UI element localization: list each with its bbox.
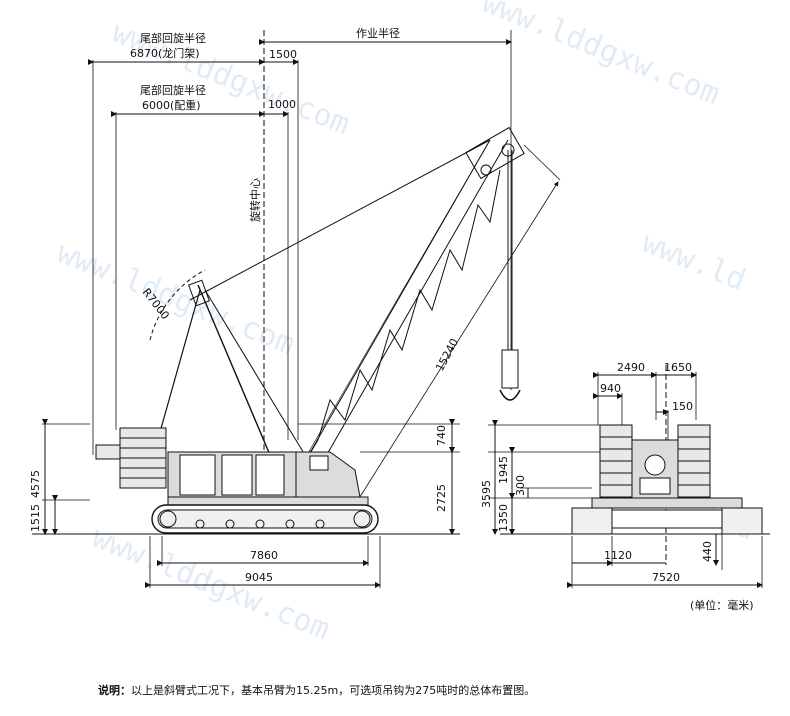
rear-view xyxy=(488,365,770,588)
label-150: 150 xyxy=(672,400,693,413)
label-working-radius: 作业半径 xyxy=(356,26,400,40)
label-tail-radius-cw-value: 6000(配重) xyxy=(142,98,201,112)
label-2490: 2490 xyxy=(617,361,645,374)
caption-note-label: 说明： xyxy=(98,684,131,697)
boom-pendant xyxy=(189,139,491,301)
label-1120: 1120 xyxy=(604,549,632,562)
boom xyxy=(299,126,525,471)
gantry-back xyxy=(159,289,201,433)
label-740: 740 xyxy=(435,425,448,446)
label-1515: 1515 xyxy=(29,504,42,532)
unit-label: (单位：毫米) xyxy=(690,599,754,612)
r7000-arc xyxy=(149,269,206,341)
rear-crawler-left xyxy=(571,507,613,535)
rear-counterweights xyxy=(599,424,711,498)
label-4575: 4575 xyxy=(29,470,42,498)
watermark-2: www.lddgxw.com xyxy=(52,235,300,362)
rear-crawler-right xyxy=(721,507,763,535)
rear-view-labels: 2490 1650 940 150 1945 3595 300 1350 112… xyxy=(480,361,714,584)
label-9045: 9045 xyxy=(245,571,273,584)
label-tail-radius-cw: 尾部回旋半径 xyxy=(140,83,206,97)
label-tail-radius-gantry-value: 6870(龙门架) xyxy=(130,46,200,60)
counterweight-stack xyxy=(95,427,167,489)
upper-body xyxy=(167,451,369,506)
label-1000: 1000 xyxy=(268,98,296,111)
watermark-5: www.ld xyxy=(637,225,751,298)
label-440: 440 xyxy=(701,541,714,562)
hook xyxy=(499,389,521,401)
label-7520: 7520 xyxy=(652,571,680,584)
dim-line-15240 xyxy=(353,181,559,505)
watermark-layer: www.lddgxw.com www.lddgxw.com www.lddgxw… xyxy=(52,0,760,647)
hook-block xyxy=(501,349,519,389)
label-15240: 15240 xyxy=(433,336,461,373)
label-1350: 1350 xyxy=(497,504,510,532)
label-tail-radius-gantry: 尾部回旋半径 xyxy=(140,31,206,45)
gantry-front xyxy=(197,284,271,456)
label-7860: 7860 xyxy=(250,549,278,562)
caption-note: 说明：以上是斜臂式工况下，基本吊臂为15.25m，可选项吊钩为275吨时的总体布… xyxy=(98,682,535,698)
rear-carbody xyxy=(591,497,743,509)
label-1945: 1945 xyxy=(497,456,510,484)
side-view xyxy=(32,30,561,588)
label-1500: 1500 xyxy=(269,48,297,61)
label-1650: 1650 xyxy=(664,361,692,374)
label-940: 940 xyxy=(600,382,621,395)
watermark-3: www.lddgxw.com xyxy=(87,520,335,647)
label-3595: 3595 xyxy=(480,480,493,508)
caption-note-text: 以上是斜臂式工况下，基本吊臂为15.25m，可选项吊钩为275吨时的总体布置图。 xyxy=(131,684,536,697)
crawler-track xyxy=(151,504,379,534)
label-2725: 2725 xyxy=(435,484,448,512)
watermark-4: www.lddgxw.com xyxy=(477,0,725,112)
label-rotation-center: 旋转中心 xyxy=(248,178,262,222)
gantry-link xyxy=(204,289,309,461)
label-300: 300 xyxy=(514,475,527,496)
